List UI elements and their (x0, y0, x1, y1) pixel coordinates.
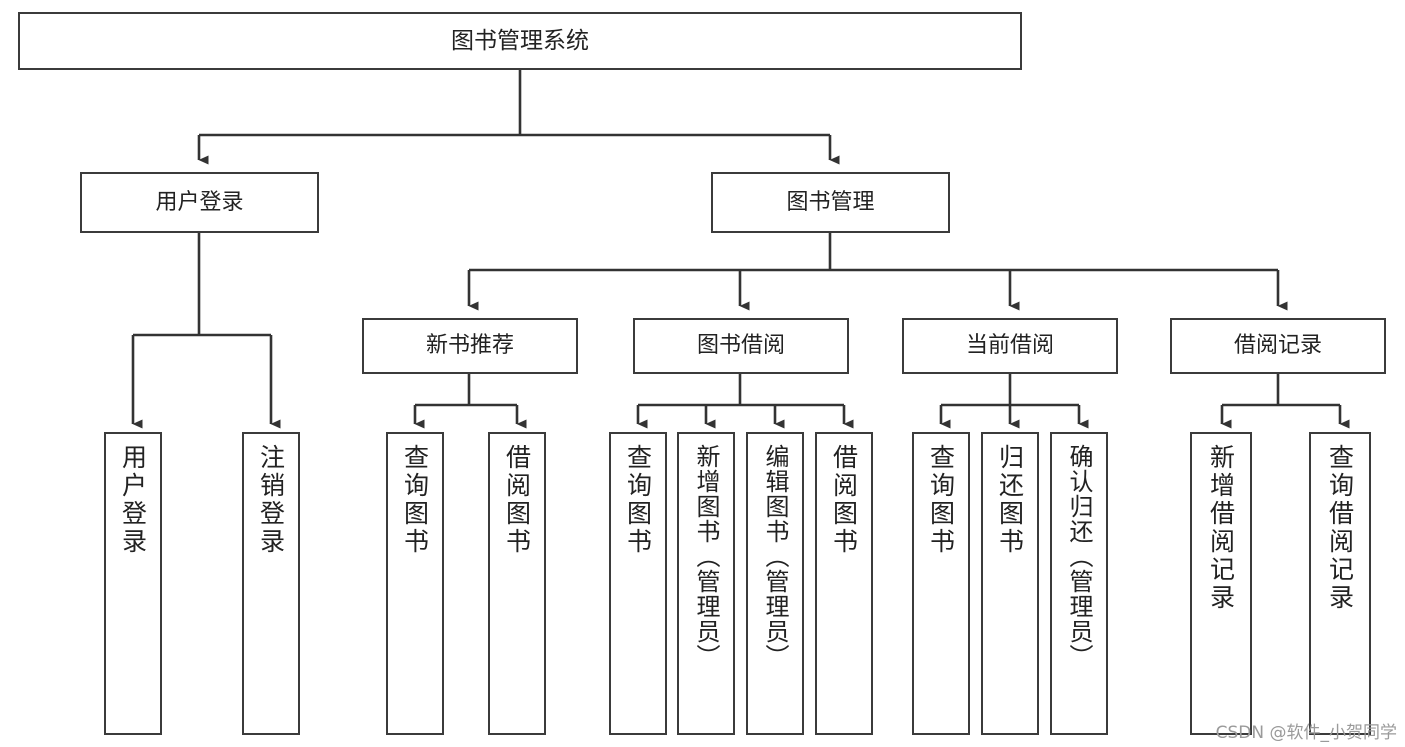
csdn-watermark: CSDN @软件_小贺同学 (1215, 723, 1397, 743)
node-label: 用户登录 (155, 189, 244, 215)
node-label: 图书管理系统 (451, 27, 589, 54)
node-label: 查询图书 (926, 444, 956, 556)
leaf-current-borrow-return[interactable]: 归还图书 (981, 432, 1039, 735)
node-label: 确认归还（管理员） (1065, 444, 1093, 669)
node-label: 查询图书 (623, 444, 653, 556)
node-book-borrow[interactable]: 图书借阅 (633, 318, 849, 374)
node-label: 当前借阅 (965, 333, 1054, 359)
node-root-book-management-system[interactable]: 图书管理系统 (18, 12, 1022, 70)
node-label: 借阅图书 (502, 444, 532, 556)
node-new-book-recommend[interactable]: 新书推荐 (362, 318, 578, 374)
leaf-current-borrow-query[interactable]: 查询图书 (912, 432, 970, 735)
leaf-book-borrow-query[interactable]: 查询图书 (609, 432, 667, 735)
leaf-borrow-record-add[interactable]: 新增借阅记录 (1190, 432, 1252, 735)
node-label: 归还图书 (995, 444, 1025, 556)
node-label: 图书管理 (786, 189, 875, 215)
node-user-login[interactable]: 用户登录 (80, 172, 319, 233)
leaf-current-borrow-confirm-return[interactable]: 确认归还（管理员） (1050, 432, 1108, 735)
leaf-borrow-record-query[interactable]: 查询借阅记录 (1309, 432, 1371, 735)
node-label: 编辑图书（管理员） (761, 444, 789, 669)
leaf-book-borrow-borrow[interactable]: 借阅图书 (815, 432, 873, 735)
leaf-book-borrow-edit[interactable]: 编辑图书（管理员） (746, 432, 804, 735)
node-borrow-records[interactable]: 借阅记录 (1170, 318, 1386, 374)
leaf-book-borrow-add[interactable]: 新增图书（管理员） (677, 432, 735, 735)
node-label: 借阅图书 (829, 444, 859, 556)
node-label: 新增图书（管理员） (692, 444, 720, 669)
leaf-user-login-signin[interactable]: 用户登录 (104, 432, 162, 735)
node-label: 查询借阅记录 (1325, 444, 1355, 612)
leaf-new-book-query[interactable]: 查询图书 (386, 432, 444, 735)
leaf-user-login-signout[interactable]: 注销登录 (242, 432, 300, 735)
node-label: 新增借阅记录 (1206, 444, 1236, 612)
node-label: 查询图书 (400, 444, 430, 556)
node-label: 用户登录 (118, 444, 148, 556)
node-label: 注销登录 (256, 444, 286, 556)
node-label: 借阅记录 (1233, 333, 1322, 359)
node-book-management[interactable]: 图书管理 (711, 172, 950, 233)
node-label: 新书推荐 (425, 333, 514, 359)
node-label: 图书借阅 (696, 333, 785, 359)
leaf-new-book-borrow[interactable]: 借阅图书 (488, 432, 546, 735)
node-current-borrow[interactable]: 当前借阅 (902, 318, 1118, 374)
